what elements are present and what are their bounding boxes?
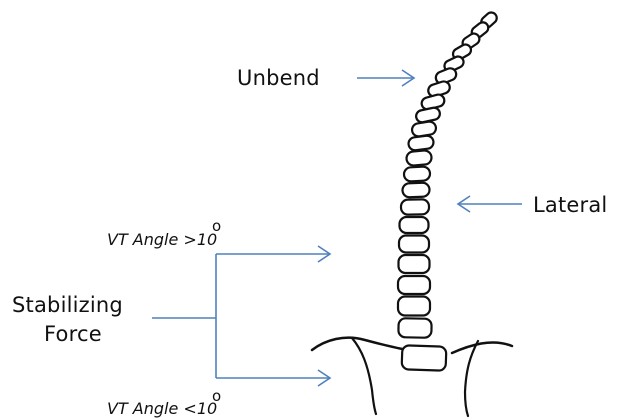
lower-force-arrow	[216, 370, 330, 386]
vertebra	[411, 121, 437, 138]
force-label: Force	[44, 324, 102, 345]
vertebra	[399, 255, 430, 273]
vt-angle-lower-degree: o	[212, 389, 221, 404]
vertebra	[404, 166, 431, 181]
vertebra	[401, 199, 429, 214]
lateral-label: Lateral	[533, 195, 607, 216]
pelvis-left-wing	[352, 338, 376, 414]
unbend-label: Unbend	[237, 68, 320, 89]
pelvis-right-wing	[465, 341, 478, 416]
stabilizing-label: Stabilizing	[12, 295, 123, 316]
vertebra	[406, 150, 432, 166]
pelvis-right-curve	[452, 342, 512, 353]
vt-angle-upper-label: VT Angle >10	[107, 232, 217, 248]
vertebra	[402, 183, 429, 198]
sacral-vertebra	[402, 345, 447, 371]
vertebra	[398, 297, 430, 316]
vt-angle-lower-label: VT Angle <10	[107, 401, 217, 417]
vt-angle-upper-degree: o	[212, 219, 221, 234]
vertebra	[400, 217, 429, 233]
lateral-arrow	[458, 196, 522, 212]
unbend-arrow	[357, 70, 414, 86]
vertebra	[408, 135, 434, 151]
vertebra	[398, 276, 430, 294]
vertebra	[398, 318, 431, 338]
stabilizing-force-bracket	[152, 254, 216, 378]
vertebral-column	[398, 10, 499, 371]
vertebra	[399, 236, 429, 253]
upper-force-arrow	[216, 246, 330, 262]
